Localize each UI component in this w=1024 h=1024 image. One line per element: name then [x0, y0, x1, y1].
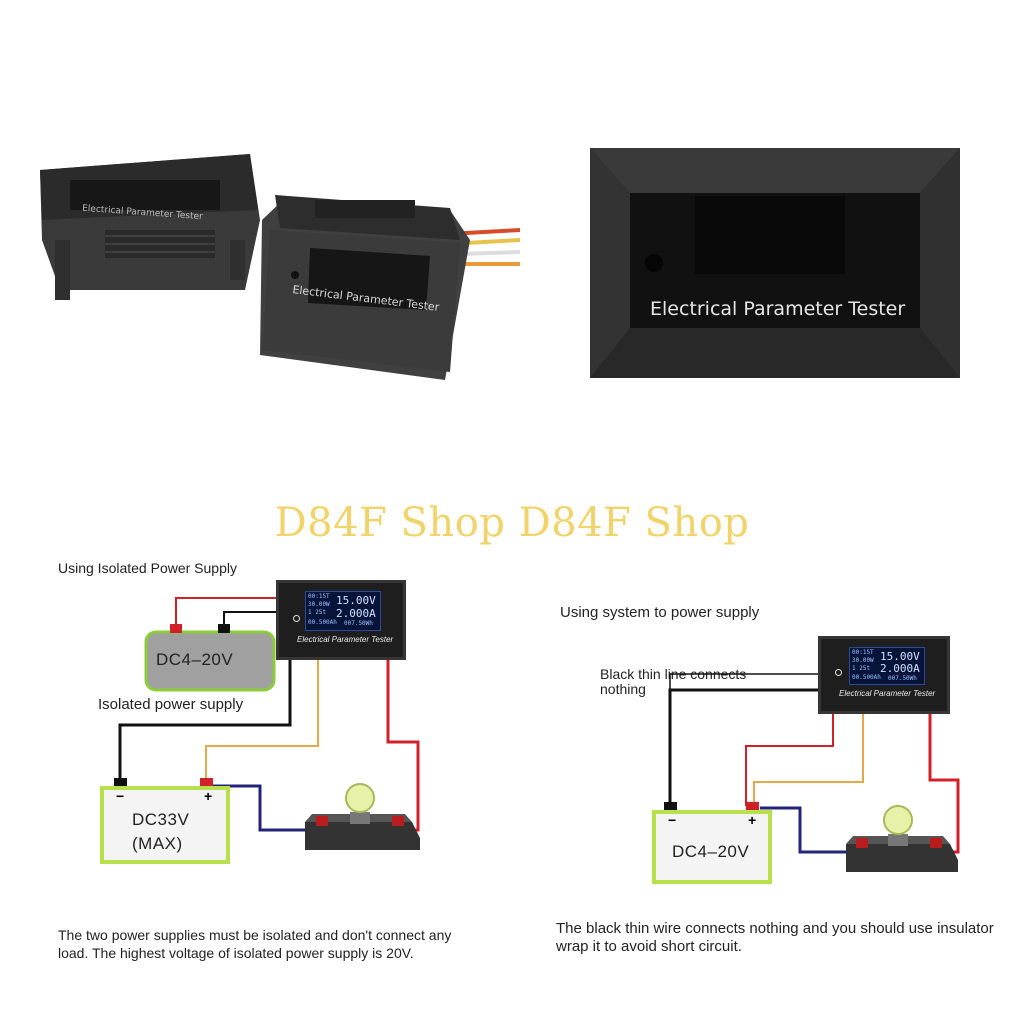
- lcd-time: 00:15T: [852, 649, 874, 656]
- battery-minus: −: [116, 788, 125, 804]
- lcd-power: 30.00W: [852, 657, 874, 664]
- lcd-wh: 007.50Wh: [888, 675, 917, 682]
- lcd-wh: 007.50Wh: [344, 620, 373, 627]
- wiring-diagram-isolated: Using Isolated Power Supply DC4–20V Isol…: [0, 550, 500, 990]
- diagram-note: The black thin wire connects nothing and…: [556, 920, 994, 955]
- battery-max: (MAX): [132, 834, 183, 853]
- battery-dc4-20v: − + DC4–20V: [652, 810, 772, 884]
- battery-plus: +: [748, 812, 757, 828]
- lcd-current: 2.000A: [880, 662, 920, 675]
- battery-voltage: DC33V: [132, 810, 190, 829]
- meter-display: 00:15T 30.00W 1 25t 00.500Ah 15.00V 2.00…: [276, 580, 406, 660]
- isolated-supply-voltage: DC4–20V: [156, 650, 234, 669]
- watermark-text: D84F Shop D84F Shop: [274, 500, 750, 546]
- lcd-current: 2.000A: [336, 607, 376, 620]
- meter-display: 00:15T 30.00W 1 25t 00.500Ah 15.00V 2.00…: [818, 636, 950, 714]
- battery-voltage: DC4–20V: [672, 842, 750, 861]
- diagram-title: Using system to power supply: [560, 604, 760, 621]
- wiring-diagram-system: Using system to power supply Black thin …: [520, 570, 1020, 990]
- lcd-voltage: 15.00V: [880, 650, 920, 663]
- battery-dc33v: − + DC33V (MAX): [100, 786, 230, 864]
- led-indicator: [293, 615, 300, 622]
- meter-label: Electrical Parameter Tester: [839, 689, 936, 698]
- lcd-time: 00:15T: [308, 593, 330, 600]
- diagram-note: The two power supplies must be isolated …: [58, 927, 452, 961]
- annotation-line2: nothing: [600, 681, 646, 697]
- lcd-ah: 00.500Ah: [852, 674, 881, 681]
- device-label: Electrical Parameter Tester: [650, 298, 906, 320]
- led-indicator: [835, 669, 842, 676]
- lcd-temp: 1 25t: [852, 665, 871, 672]
- lcd-power: 30.00W: [308, 601, 330, 608]
- product-photo-left: Electrical Parameter Tester Electrical P…: [30, 140, 521, 400]
- product-photo-right: Electrical Parameter Tester: [590, 148, 964, 384]
- meter-label: Electrical Parameter Tester: [297, 635, 394, 644]
- isolated-supply-label: Isolated power supply: [98, 696, 244, 713]
- lcd-temp: 1 25t: [308, 609, 327, 616]
- diagram-title: Using Isolated Power Supply: [58, 560, 237, 576]
- lcd-screen: 00:15T 30.00W 1 25t 00.500Ah 15.00V 2.00…: [849, 647, 925, 685]
- battery-minus: −: [668, 812, 677, 828]
- battery-plus: +: [204, 788, 213, 804]
- lcd-ah: 00.500Ah: [308, 619, 337, 626]
- lcd-screen: 00:15T 30.00W 1 25t 00.500Ah 15.00V 2.00…: [305, 591, 381, 631]
- lcd-voltage: 15.00V: [336, 594, 376, 607]
